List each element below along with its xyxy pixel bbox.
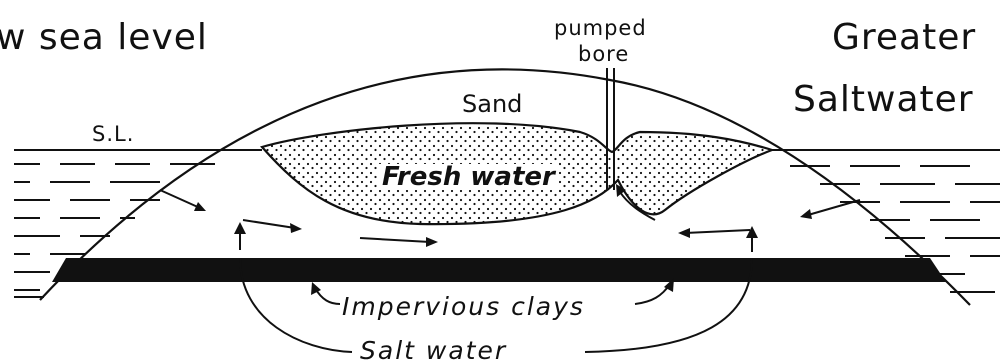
low-sea-level-title: w sea level — [0, 20, 208, 56]
impervious-clays-label: Impervious clays — [342, 294, 585, 319]
pumped-label: pumped — [554, 18, 647, 39]
saltwater-title: Saltwater — [793, 82, 974, 118]
bore-label: bore — [578, 44, 629, 65]
sand-label: Sand — [462, 92, 522, 116]
impervious-clay-layer — [52, 258, 946, 282]
sea-level-label: S.L. — [92, 124, 134, 145]
greater-title: Greater — [832, 20, 976, 56]
salt-water-label: Salt water — [360, 338, 507, 363]
fresh-water-label: Fresh water — [378, 164, 559, 190]
